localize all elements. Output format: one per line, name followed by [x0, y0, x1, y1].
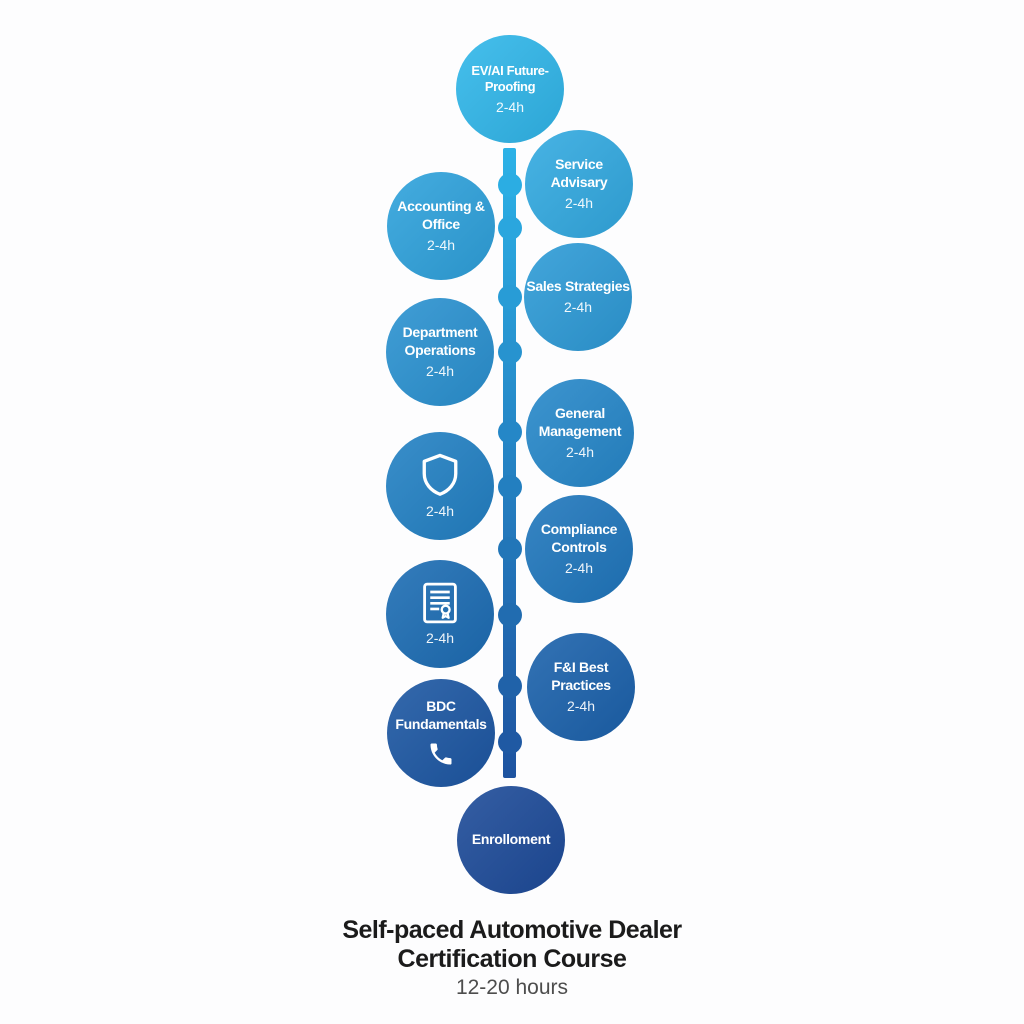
module-duration: 2-4h [564, 560, 594, 577]
module-title: F&I Best Practices [551, 659, 611, 694]
module-duration: 2-4h [425, 503, 455, 520]
timeline-dot [498, 216, 522, 240]
module-duration: 2-4h [426, 237, 456, 254]
timeline-dot [498, 730, 522, 754]
module-title: Department Operations [402, 324, 478, 359]
certificate-icon [421, 581, 459, 625]
timeline-dot [498, 475, 522, 499]
module-duration: 2-4h [425, 363, 455, 380]
module-service-advisary: Service Advisary 2-4h [525, 130, 633, 238]
module-accounting-office: Accounting & Office 2-4h [387, 172, 495, 280]
timeline-dot [498, 285, 522, 309]
module-duration: 2-4h [563, 299, 593, 316]
timeline-dot [498, 420, 522, 444]
module-duration: 2-4h [565, 444, 595, 461]
module-compliance-controls: Compliance Controls 2-4h [525, 495, 633, 603]
module-duration: 2-4h [566, 698, 596, 715]
module-duration: 2-4h [425, 630, 455, 647]
module-title: Compliance Controls [540, 521, 618, 556]
module-sales-strategies: Sales Strategies 2-4h [524, 243, 632, 351]
module-title: BDC Fundamentals [395, 698, 487, 732]
timeline-dot [498, 674, 522, 698]
timeline-dot [498, 173, 522, 197]
course-title-line2: Certification Course [397, 944, 627, 973]
module-title: Sales Strategies [526, 278, 630, 295]
module-security: 2-4h [386, 432, 494, 540]
module-enrollment: Enrolloment [457, 786, 565, 894]
module-general-management: General Management 2-4h [526, 379, 634, 487]
timeline-dot [498, 537, 522, 561]
module-ev-ai-future-proofing: EV/AI Future-Proofing 2-4h [456, 35, 564, 143]
module-fi-best-practices: F&I Best Practices 2-4h [527, 633, 635, 741]
module-department-operations: Department Operations 2-4h [386, 298, 494, 406]
footer-caption: Self-paced Automotive Dealer Certificati… [0, 916, 1024, 1000]
module-duration: 2-4h [495, 98, 525, 115]
timeline-dot [498, 340, 522, 364]
shield-icon [419, 452, 461, 498]
module-title: EV/AI Future-Proofing [471, 62, 549, 95]
module-title: Enrolloment [471, 831, 551, 848]
phone-icon [427, 740, 455, 768]
timeline-dot [498, 603, 522, 627]
module-bdc-fundamentals: BDC Fundamentals [387, 679, 495, 787]
course-title-line1: Self-paced Automotive Dealer [342, 916, 682, 944]
module-title: Accounting & Office [397, 198, 485, 233]
module-duration: 2-4h [564, 195, 594, 212]
course-duration: 12-20 hours [455, 976, 569, 999]
module-title: General Management [538, 405, 622, 440]
module-certification-document: 2-4h [386, 560, 494, 668]
module-title: Service Advisary [550, 156, 608, 191]
